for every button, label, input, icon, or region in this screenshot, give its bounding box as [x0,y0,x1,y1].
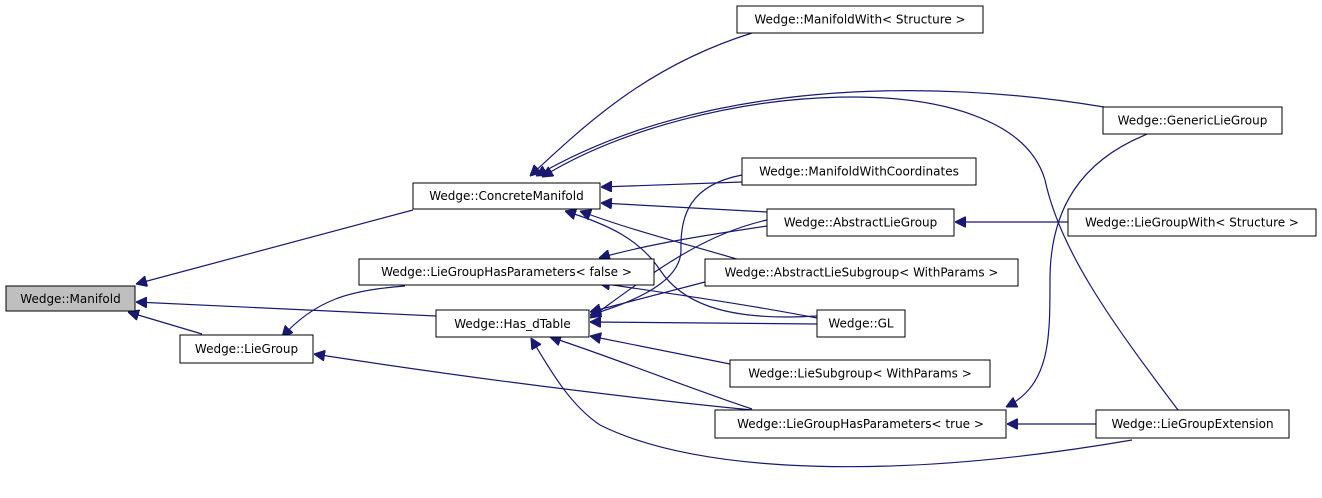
edge-mf-coords-to-concrete [601,182,743,187]
node-label: Wedge::GenericLieGroup [1118,114,1268,128]
node-label: Wedge::Manifold [20,292,120,306]
node-liegroup-has-parameters-false[interactable]: Wedge::LieGroupHasParameters< false > [358,258,655,286]
node-label: Wedge::AbstractLieGroup [784,216,938,230]
edge-has-dtable-to-manifold [136,302,437,317]
node-label: Wedge::ConcreteManifold [429,189,583,203]
edge-gl-to-lghp-false [599,283,818,319]
edge-lghp-true-to-has-dtable [550,337,753,410]
node-label: Wedge::Has_dTable [454,317,571,331]
edges [128,32,1179,468]
node-generic-lie-group[interactable]: Wedge::GenericLieGroup [1102,106,1283,135]
node-lie-group-extension[interactable]: Wedge::LieGroupExtension [1095,409,1290,439]
edge-abs-lg-to-has-dtable [590,219,768,318]
node-lie-subgroup[interactable]: Wedge::LieSubgroup< WithParams > [729,359,991,388]
edge-lghp-true-to-liegroup [314,354,753,411]
edge-mf-with-to-concrete [530,32,753,176]
node-manifold-with-structure[interactable]: Wedge::ManifoldWith< Structure > [736,5,984,34]
node-label: Wedge::LieGroup [195,342,298,356]
node-manifold[interactable]: Wedge::Manifold [5,285,136,312]
node-label: Wedge::LieGroupHasParameters< true > [737,417,984,431]
node-label: Wedge::GL [828,317,894,331]
node-liegroup[interactable]: Wedge::LieGroup [179,334,314,364]
edge-abs-lsg-to-has-dtable [590,281,706,312]
node-label: Wedge::ManifoldWith< Structure > [754,13,965,27]
edge-generic-lg-to-lghp-true [1006,132,1151,407]
node-manifold-with-coordinates[interactable]: Wedge::ManifoldWithCoordinates [741,157,977,186]
edge-abs-lsg-to-concrete [580,211,741,261]
node-label: Wedge::LieGroupHasParameters< false > [381,265,632,279]
node-label: Wedge::AbstractLieSubgroup< WithParams > [725,266,999,280]
edge-lghp-false-to-liegroup [282,285,406,337]
edge-lsg-to-has-dtable [590,336,731,365]
node-gl[interactable]: Wedge::GL [816,309,906,338]
node-abstract-lie-group[interactable]: Wedge::AbstractLieGroup [766,208,955,237]
node-label: Wedge::LieGroupWith< Structure > [1085,216,1299,230]
node-label: Wedge::ManifoldWithCoordinates [759,165,959,179]
edge-lg-ext-to-concrete [542,96,1179,411]
edge-mf-coords-to-has-dtable [590,174,743,315]
node-lie-group-with-structure[interactable]: Wedge::LieGroupWith< Structure > [1067,208,1317,237]
edge-lg-ext-to-has-dtable [531,338,1133,468]
node-label: Wedge::LieSubgroup< WithParams > [748,367,972,381]
edge-abs-lg-to-concrete [601,203,768,213]
node-concrete-manifold[interactable]: Wedge::ConcreteManifold [412,182,601,210]
edge-gl-to-concrete [565,211,818,318]
edge-gl-to-has-dtable [590,322,818,324]
node-liegroup-has-parameters-true[interactable]: Wedge::LieGroupHasParameters< true > [714,409,1007,439]
edge-concrete-to-manifold [136,209,414,284]
node-abstract-lie-subgroup[interactable]: Wedge::AbstractLieSubgroup< WithParams > [704,258,1019,287]
edge-liegroup-to-manifold [128,312,203,335]
node-has-dtable[interactable]: Wedge::Has_dTable [435,309,590,338]
edge-abs-lg-to-lghp-false [599,225,768,258]
edge-generic-lg-to-concrete [536,90,1105,176]
nodes: Wedge::Manifold Wedge::ConcreteManifold … [5,5,1317,439]
node-label: Wedge::LieGroupExtension [1111,417,1273,431]
